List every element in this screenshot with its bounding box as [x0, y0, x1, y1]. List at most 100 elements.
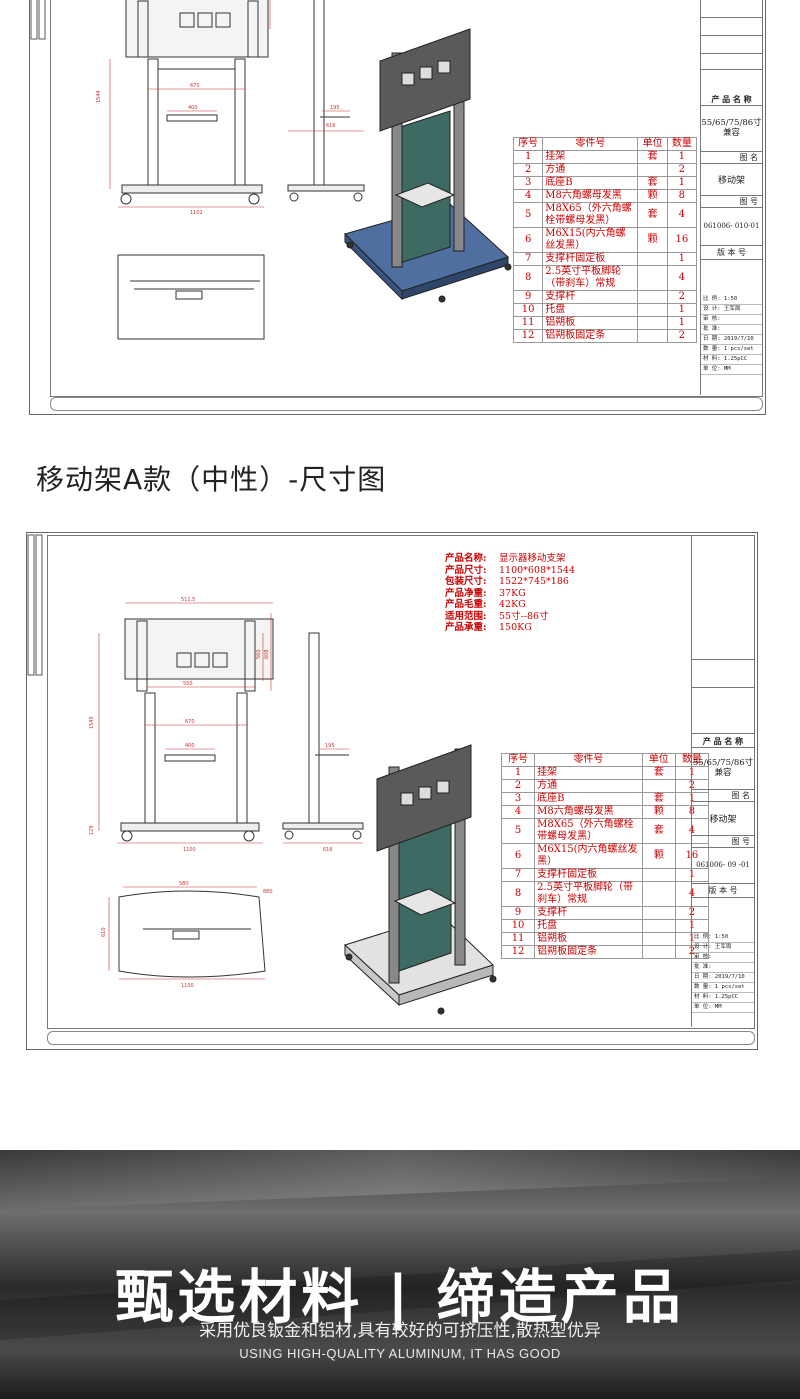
parts-table-cell: 套: [637, 176, 668, 190]
parts-table-cell: 铝朔板: [542, 316, 639, 330]
parts-table-cell: 铝朔板固定条: [534, 945, 643, 959]
parts-table-cell: 10: [500, 919, 536, 933]
spec-row: 产品名称: 显示器移动支架: [445, 553, 575, 565]
title-block-info: 数 量: 1 pcs/set: [692, 983, 754, 993]
title-block-info: 单 位: MM: [692, 1003, 754, 1013]
spec-label: 产品承重:: [445, 622, 487, 633]
banner-heading: 甄选材料 | 缔造产品: [115, 1263, 685, 1331]
dim-side-1: 195: [330, 105, 340, 111]
parts-table-cell: [641, 945, 676, 959]
version-label-1: 版 本 号: [701, 245, 762, 260]
parts-table-cell: M8六角螺母发黑: [534, 805, 643, 819]
drawing-name-label-1: 图 名: [701, 151, 762, 164]
dim-top-width-2: 511.5: [181, 597, 195, 603]
parts-table-cell: [641, 779, 676, 793]
parts-table-cell: M6X15(内六角螺丝发黑）: [534, 843, 643, 869]
dim-side-2: 195: [325, 743, 335, 749]
spec-row: 产品承重:150KG: [445, 622, 575, 634]
drawing-frame-2: [47, 535, 755, 1029]
spec-label: 产品净重:: [445, 587, 487, 599]
table-header-cell: 单位: [637, 137, 668, 151]
dim-plan-inner-2: 580: [179, 881, 189, 887]
section-title: 移动架A款（中性）-尺寸图: [36, 463, 387, 496]
dim-tray-1: 400: [188, 105, 198, 111]
product-name-label-1: 产 品 名 称: [701, 93, 762, 106]
spec-label: 产品尺寸:: [445, 564, 487, 576]
parts-table-cell: 3: [512, 176, 544, 190]
dim-inner-2: 550: [183, 681, 193, 687]
dim-plan-depth-2: 610: [101, 927, 107, 937]
spec-label: 产品名称:: [445, 553, 487, 564]
table-header-cell: 序号: [512, 137, 544, 151]
parts-table-cell: 2.5英寸平板脚轮（带刹车）常规: [534, 881, 643, 907]
title-block-info: 单 位: MM: [701, 365, 762, 375]
drawing-no-2: 061006- 09 -01: [692, 847, 754, 884]
parts-table-cell: 铝朔板固定条: [542, 329, 639, 343]
elevation-views-1: 670 400 1102 1544 616 195: [30, 0, 512, 340]
parts-table-cell: 10: [512, 303, 544, 317]
spec-value: 1522*745*186: [499, 576, 569, 587]
parts-table-cell: [641, 906, 676, 920]
drawing-bottom-bar-2: [47, 1031, 755, 1045]
parts-table-cell: 6: [500, 843, 536, 869]
parts-table-cell: 7: [512, 252, 544, 266]
parts-table-cell: [637, 290, 668, 304]
parts-table-cell: 3: [500, 792, 536, 806]
parts-table-cell: M8X65（外六角螺栓带螺母发黑）: [534, 818, 643, 844]
title-block-info: 设 计: 王军周: [701, 305, 762, 315]
title-block-info: 材 料: 1.25pCC: [692, 993, 754, 1003]
spec-label: 适用范围:: [445, 610, 487, 622]
parts-table-cell: 套: [637, 150, 668, 164]
table-header-cell: 单位: [641, 753, 676, 767]
spec-value: 37KG: [499, 587, 526, 599]
parts-table-cell: 挂架: [542, 150, 639, 164]
parts-table-cell: 4: [500, 805, 536, 819]
parts-table-cell: 6: [512, 227, 544, 253]
spec-value: 显示器移动支架: [499, 553, 566, 564]
parts-table-cell: [637, 265, 668, 291]
parts-table-cell: 8: [666, 189, 698, 203]
parts-table-cell: 5: [512, 202, 544, 228]
parts-table-cell: 8: [512, 265, 544, 291]
spec-row: 产品毛重:42KG: [445, 599, 575, 611]
drawing-name-label-2: 图 名: [692, 789, 754, 802]
parts-table-cell: 托盘: [534, 919, 643, 933]
parts-table-cell: 1: [666, 176, 698, 190]
spec-label: 产品毛重:: [445, 599, 487, 610]
parts-table-cell: 1: [666, 150, 698, 164]
parts-table-cell: 方通: [542, 163, 639, 177]
parts-table-cell: 支撑杆固定板: [542, 252, 639, 266]
parts-table-cell: 支撑杆固定板: [534, 868, 643, 882]
parts-table-cell: M8X65（外六角螺栓带螺母发黑）: [542, 202, 639, 228]
parts-table-cell: 4: [666, 265, 698, 291]
parts-table-cell: [637, 303, 668, 317]
table-header-cell: 数量: [666, 137, 698, 151]
parts-table-cell: 16: [666, 227, 698, 253]
parts-table-cell: 11: [500, 932, 536, 946]
dim-base-2: 1100: [183, 847, 196, 853]
dim-height-1: 1544: [96, 90, 102, 103]
parts-table-cell: [641, 932, 676, 946]
title-block-2: 产 品 名 称 55/65/75/86寸兼容 图 名 移动架 图 号 06100…: [691, 535, 754, 1027]
parts-table-cell: 1: [666, 252, 698, 266]
parts-table-cell: 12: [500, 945, 536, 959]
product-name-2: 55/65/75/86寸兼容: [692, 747, 754, 790]
parts-table-cell: 7: [500, 868, 536, 882]
spec-row: 适用范围:55寸--86寸: [445, 611, 575, 623]
